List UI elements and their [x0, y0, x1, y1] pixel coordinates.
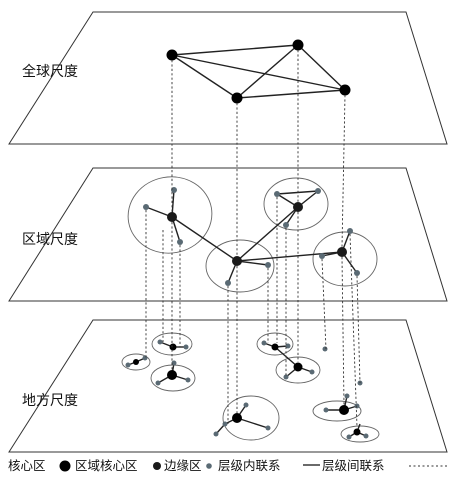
peripheral-node — [183, 344, 189, 350]
regional-cluster-ring — [263, 177, 329, 231]
peripheral-node — [315, 188, 321, 194]
global-links — [171, 44, 346, 99]
scale-label-regional: 区域尺度 — [22, 232, 78, 248]
peripheral-node — [225, 280, 231, 286]
local-core-node — [133, 359, 139, 365]
peripheral-node — [265, 262, 271, 268]
peripheral-node — [155, 380, 161, 386]
local-cluster-ring — [222, 395, 280, 441]
peripheral-node — [261, 340, 267, 346]
regional-cluster-ring — [205, 239, 275, 293]
peripheral-node — [177, 239, 183, 245]
local-core-node — [271, 343, 279, 351]
peripheral-node — [171, 187, 177, 193]
peripheral-node — [274, 191, 280, 197]
peripheral-node — [309, 369, 315, 375]
peripheral-node — [157, 339, 163, 345]
scale-label-local: 地方尺度 — [22, 393, 78, 409]
local-core-node — [167, 370, 177, 380]
legend-peripheral-icon — [206, 463, 212, 469]
regional-plane — [8, 167, 448, 302]
peripheral-node — [222, 421, 228, 427]
global-core-node — [231, 92, 243, 104]
legend-inter-link-label: 层级间联系 — [322, 458, 385, 473]
peripheral-node — [344, 393, 350, 399]
regional-core-node — [167, 212, 177, 222]
peripheral-node — [319, 253, 325, 259]
local-cluster-ring — [121, 353, 151, 371]
peripheral-node — [354, 403, 360, 409]
local-core-node — [169, 343, 177, 351]
peripheral-node — [363, 433, 369, 439]
peripheral-node — [213, 431, 219, 437]
global-plane-group: 全球尺度 — [8, 11, 448, 145]
regional-core-node — [293, 202, 303, 212]
local-core-node — [232, 413, 242, 423]
peripheral-node — [354, 270, 360, 276]
global-core-node — [166, 49, 178, 61]
regional-plane-group: 区域尺度 — [8, 167, 448, 302]
local-cluster-ring — [256, 332, 294, 356]
legend-core-label: 核心区 — [8, 458, 46, 473]
peripheral-node — [283, 222, 289, 228]
peripheral-node — [125, 362, 131, 368]
peripheral-node — [185, 377, 191, 383]
peripheral-node — [347, 228, 353, 234]
local-core-node — [353, 428, 361, 436]
peripheral-node — [346, 434, 352, 440]
local-cluster-ring — [340, 425, 380, 443]
peripheral-node — [265, 425, 271, 431]
local-plane — [8, 319, 448, 453]
legend-intra-link-label: 层级内联系 — [218, 458, 281, 473]
peripheral-node — [283, 374, 289, 380]
peripheral-node — [243, 402, 249, 408]
peripheral-node — [142, 355, 148, 361]
local-cluster-ring — [312, 400, 362, 422]
legend: 核心区 区域核心区 边缘区 层级内联系 层级间联系 — [8, 458, 447, 473]
legend-peripheral-label: 边缘区 — [164, 458, 202, 473]
peripheral-node — [143, 204, 149, 210]
regional-core-node — [337, 247, 347, 257]
global-plane — [8, 11, 448, 145]
local-core-node — [339, 405, 349, 415]
legend-core-icon — [59, 460, 71, 472]
scale-label-global: 全球尺度 — [22, 63, 78, 80]
local-core-node — [293, 362, 303, 372]
peripheral-node — [322, 346, 328, 352]
inter-level-links — [145, 50, 361, 428]
global-core-node — [292, 39, 304, 51]
regional-core-node — [232, 256, 242, 266]
global-core-node — [339, 84, 351, 96]
local-cluster-ring — [275, 356, 321, 384]
regional-cluster-ring — [127, 176, 213, 254]
peripheral-node — [171, 360, 177, 366]
legend-regional-core-icon — [153, 462, 161, 470]
legend-regional-core-label: 区域核心区 — [75, 458, 138, 473]
regional-cluster-ring — [312, 231, 378, 287]
peripheral-node — [323, 407, 329, 413]
peripheral-node — [285, 343, 291, 349]
